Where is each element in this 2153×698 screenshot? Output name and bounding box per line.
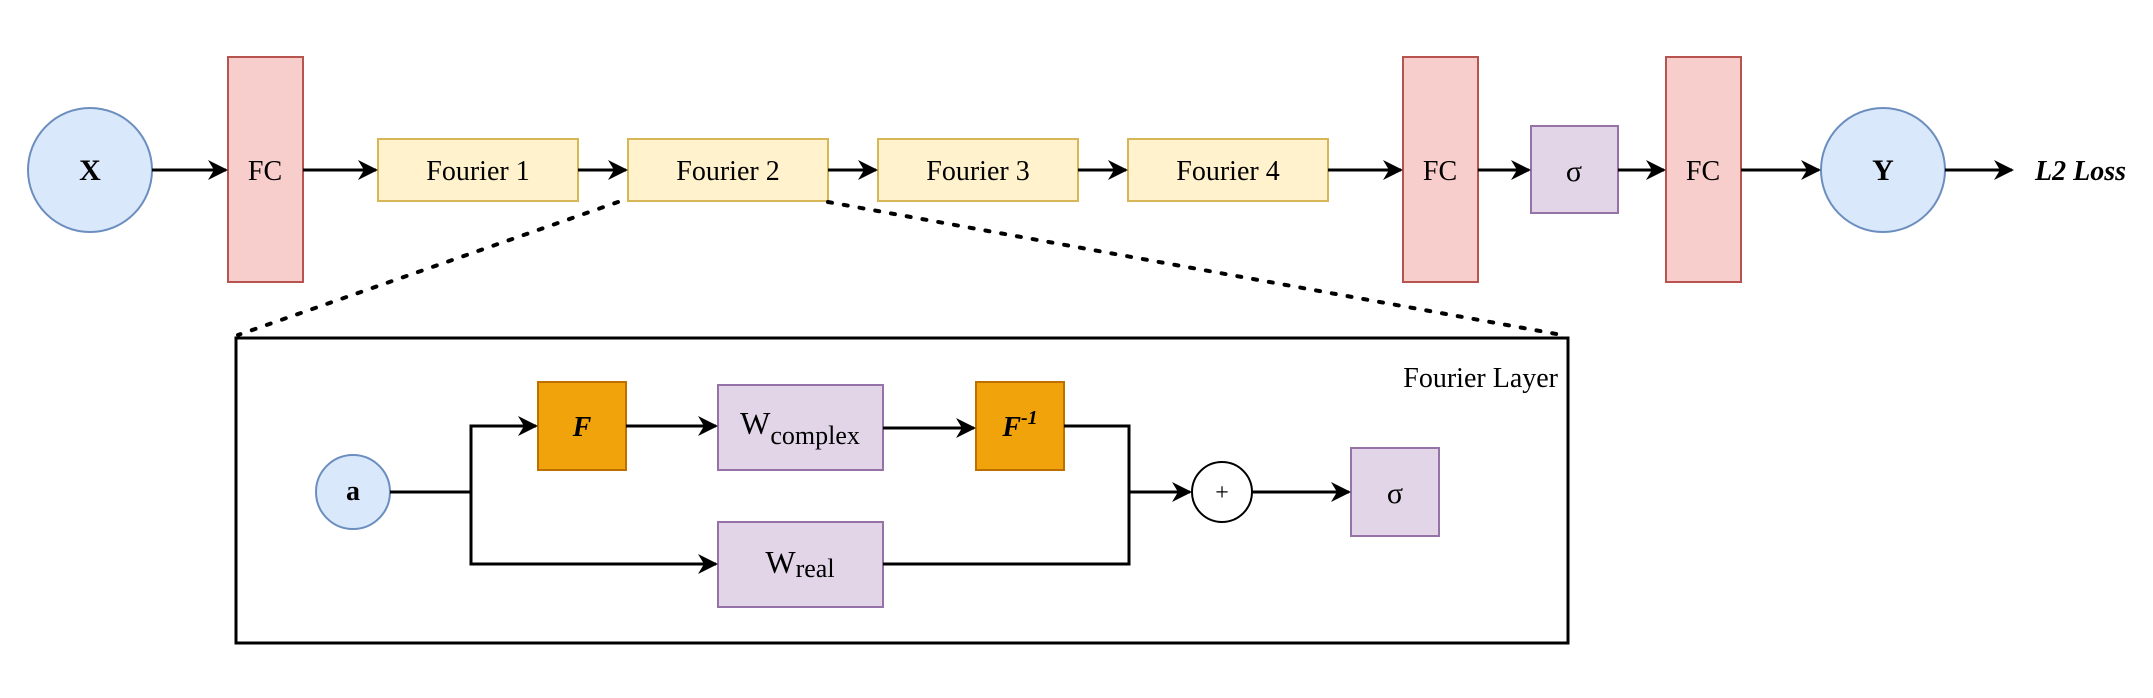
fourier-block-4-label: Fourier 4 [1176, 156, 1279, 187]
edge-ifft-to-merge [883, 424, 1131, 566]
fc-layer-2 [1402, 56, 1479, 283]
layer-activation-sigma [1350, 447, 1440, 537]
fc-layer-2-label: FC [1423, 156, 1457, 187]
ifft-block-label: F-1 [1001, 407, 1037, 443]
ifft-main: F [1001, 412, 1021, 443]
loss-label: L2 Loss [2034, 156, 2126, 187]
fourier-block-4 [1127, 138, 1329, 202]
fc-layer-1-label: FC [248, 156, 282, 187]
fourier-block-3 [877, 138, 1079, 202]
edge-split-to-fft [469, 416, 538, 492]
activation-sigma-label: σ [1566, 155, 1582, 188]
fft-block [537, 381, 627, 471]
fc-layer-1 [227, 56, 304, 283]
zoom-line-right [826, 200, 1564, 337]
edge-split-to-wreal [469, 492, 718, 574]
w-real-block [717, 521, 884, 608]
fc-layer-3 [1665, 56, 1742, 283]
layer-input-a-label: a [346, 476, 360, 507]
ifft-superscript: -1 [1021, 407, 1038, 429]
fourier-layer-frame [234, 336, 1570, 645]
zoom-line-left [236, 200, 620, 337]
w-complex-main: W [740, 405, 771, 441]
fourier-layer-title: Fourier Layer [1403, 363, 1558, 394]
output-node-y-label: Y [1872, 154, 1894, 187]
ifft-block [975, 381, 1065, 471]
zoom-connectors [236, 200, 1564, 337]
w-real-main: W [765, 544, 796, 580]
w-complex-block [717, 384, 884, 471]
w-complex-sub: complex [770, 421, 860, 450]
fourier-block-1-label: Fourier 1 [426, 156, 529, 187]
fourier-block-2 [627, 138, 829, 202]
w-real-label: Wreal [765, 544, 834, 583]
fourier-block-3-label: Fourier 3 [926, 156, 1029, 187]
input-node-x-label: X [79, 154, 101, 187]
sum-node-symbol: + [1215, 480, 1229, 506]
fft-block-label: F [572, 412, 592, 443]
w-complex-label: Wcomplex [740, 405, 860, 450]
fourier-block-2-label: Fourier 2 [676, 156, 779, 187]
fc-layer-3-label: FC [1686, 156, 1720, 187]
w-real-sub: real [796, 554, 835, 583]
fourier-block-1 [377, 138, 579, 202]
layer-activation-sigma-label: σ [1387, 477, 1403, 510]
main-flow: X FC Fourier 1 Fourier 2 Fourier 3 Fouri… [27, 56, 2126, 283]
fourier-layer-detail: Fourier Layer a F Wcomplex F-1 Wreal + σ [234, 336, 1570, 645]
